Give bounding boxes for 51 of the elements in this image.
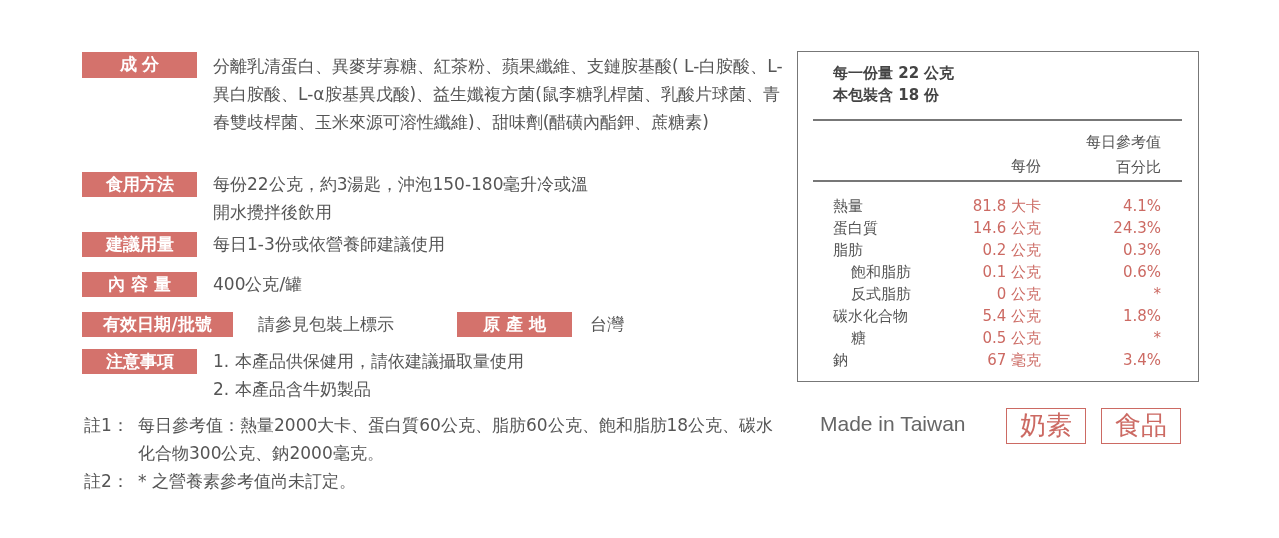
- nutrient-name: 熱量: [833, 196, 863, 217]
- value-text: 每份22公克，約3湯匙，沖泡150-180毫升冷或溫開水攪拌後飲用: [213, 173, 590, 224]
- nutrition-panel: [797, 51, 1199, 382]
- note-number: 註2：: [84, 470, 129, 493]
- serving-text: 每一份量 22 公克: [833, 64, 955, 83]
- nutrient-amount: 67 毫克: [986, 350, 1041, 371]
- daily-value-percent: 0.3%: [1121, 240, 1161, 261]
- nutrient-amount: 0.5 公克: [981, 328, 1041, 349]
- column-header: 每份: [1010, 156, 1041, 177]
- value-text: 分離乳清蛋白、異麥芽寡糖、紅茶粉、蘋果纖維、支鏈胺基酸( L-白胺酸、L-異白胺酸、L-α胺基異戊酸)、益生孅複方菌(鼠李糖乳桿菌、乳酸片球菌、青春雙歧桿菌、玉米來源可溶性纖維)、甜味劑(醋磺內酯鉀、蔗糖素): [213, 55, 784, 134]
- nutrient-name: 鈉: [833, 350, 848, 371]
- nutrient-name: 糖: [851, 328, 866, 349]
- nutrient-amount: 14.6 公克: [971, 218, 1041, 239]
- daily-value-percent: 1.8%: [1121, 306, 1161, 327]
- nutrient-amount: 81.8 大卡: [971, 196, 1041, 217]
- note-text: 每日參考值：熱量2000大卡、蛋白質60公克、脂肪60公克、飽和脂肪18公克、碳水化合物300公克、鈉2000毫克。: [138, 414, 775, 465]
- daily-value-percent: *: [1152, 328, 1161, 349]
- value-text: 每日1-3份或依營養師建議使用: [213, 233, 446, 256]
- daily-value-percent: *: [1152, 284, 1161, 305]
- daily-value-percent: 0.6%: [1121, 262, 1161, 283]
- daily-value-percent: 4.1%: [1121, 196, 1161, 217]
- nutrient-name: 脂肪: [833, 240, 863, 261]
- value-text: 請參見包裝上標示: [258, 313, 395, 336]
- nutrient-amount: 0.1 公克: [981, 262, 1041, 283]
- origin-text: Made in Taiwan: [820, 412, 966, 436]
- label-tag: 成 分: [82, 52, 197, 78]
- daily-value-percent: 24.3%: [1112, 218, 1161, 239]
- nutrient-amount: 5.4 公克: [981, 306, 1041, 327]
- nutrient-name: 飽和脂肪: [851, 262, 911, 283]
- value-text: 2. 本產品含牛奶製品: [213, 378, 372, 401]
- nutrient-name: 碳水化合物: [833, 306, 908, 327]
- stamp-badge: 食品: [1101, 408, 1181, 444]
- note-number: 註1：: [84, 414, 129, 437]
- label-tag: 內 容 量: [82, 272, 197, 297]
- value-text: 400公克/罐: [213, 273, 304, 296]
- label-tag: 建議用量: [82, 232, 197, 257]
- nutrient-name: 反式脂肪: [851, 284, 911, 305]
- label-tag: 有效日期/批號: [82, 312, 233, 337]
- nutrient-amount: 0 公克: [995, 284, 1041, 305]
- stamp-badge: 奶素: [1006, 408, 1086, 444]
- nutrient-name: 蛋白質: [833, 218, 878, 239]
- label-tag: 注意事項: [82, 349, 197, 374]
- label-tag: 食用方法: [82, 172, 197, 197]
- daily-value-percent: 3.4%: [1121, 350, 1161, 371]
- value-text: 1. 本產品供保健用，請依建議攝取量使用: [213, 350, 525, 373]
- column-header: 每日參考值百分比: [1085, 132, 1161, 178]
- serving-text: 本包裝含 18 份: [833, 86, 940, 105]
- label-tag: 原 產 地: [457, 312, 572, 337]
- note-text: * 之營養素參考值尚未訂定。: [138, 470, 357, 493]
- value-text: 台灣: [590, 313, 625, 336]
- nutrient-amount: 0.2 公克: [981, 240, 1041, 261]
